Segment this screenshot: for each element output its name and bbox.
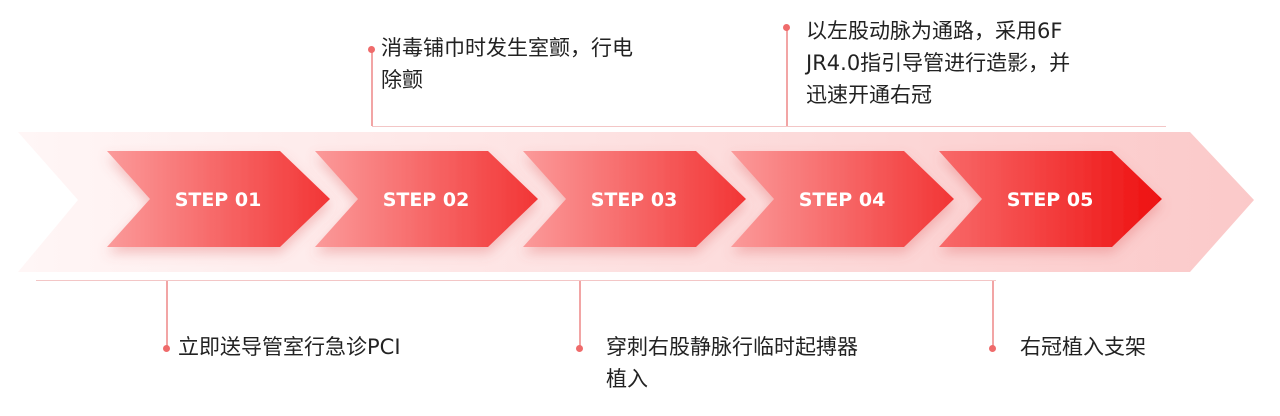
note-step-5: 右冠植入支架 (1020, 331, 1146, 363)
note-step-1-line-1: 立即送导管室行急诊PCI (178, 335, 401, 359)
note-step-3-line-2: 植入 (606, 367, 648, 391)
note-step-4-line-3: 迅速开通右冠 (806, 83, 932, 107)
note-step-2-line-1: 消毒铺巾时发生室颤，行电 (381, 36, 633, 60)
step-label-5: STEP 05 (1007, 189, 1094, 211)
connector-dot-step-5 (989, 345, 996, 352)
step-label-1: STEP 01 (175, 189, 262, 211)
connector-dot-step-3 (576, 345, 583, 352)
connector-dot-step-2 (368, 46, 375, 53)
step-chevron-1 (107, 151, 330, 247)
connector-dot-step-4 (783, 24, 790, 31)
note-step-3: 穿刺右股静脉行临时起搏器 植入 (606, 331, 858, 395)
step-label-2: STEP 02 (383, 189, 470, 211)
connector-step-2 (371, 52, 373, 126)
connector-dot-step-1 (163, 345, 170, 352)
note-step-4-line-1: 以左股动脉为通路，采用6F (806, 19, 1063, 43)
step-chevron-2 (315, 151, 538, 247)
top-guide-line (372, 126, 1166, 127)
connector-step-4 (786, 30, 788, 126)
note-step-4: 以左股动脉为通路，采用6F JR4.0指引导管进行造影，并 迅速开通右冠 (806, 15, 1070, 111)
note-step-5-line-1: 右冠植入支架 (1020, 335, 1146, 359)
bottom-guide-line (36, 280, 996, 281)
step-chevron-5 (939, 151, 1162, 247)
step-chevron-3 (523, 151, 746, 247)
connector-step-1 (166, 281, 168, 347)
note-step-1: 立即送导管室行急诊PCI (178, 331, 401, 363)
connector-step-3 (579, 281, 581, 347)
connector-step-5 (992, 281, 994, 347)
step-label-3: STEP 03 (591, 189, 678, 211)
note-step-2: 消毒铺巾时发生室颤，行电 除颤 (381, 32, 633, 96)
step-label-4: STEP 04 (799, 189, 886, 211)
note-step-4-line-2: JR4.0指引导管进行造影，并 (806, 51, 1071, 75)
note-step-2-line-2: 除颤 (381, 68, 423, 92)
step-chevron-4 (731, 151, 954, 247)
note-step-3-line-1: 穿刺右股静脉行临时起搏器 (606, 335, 858, 359)
